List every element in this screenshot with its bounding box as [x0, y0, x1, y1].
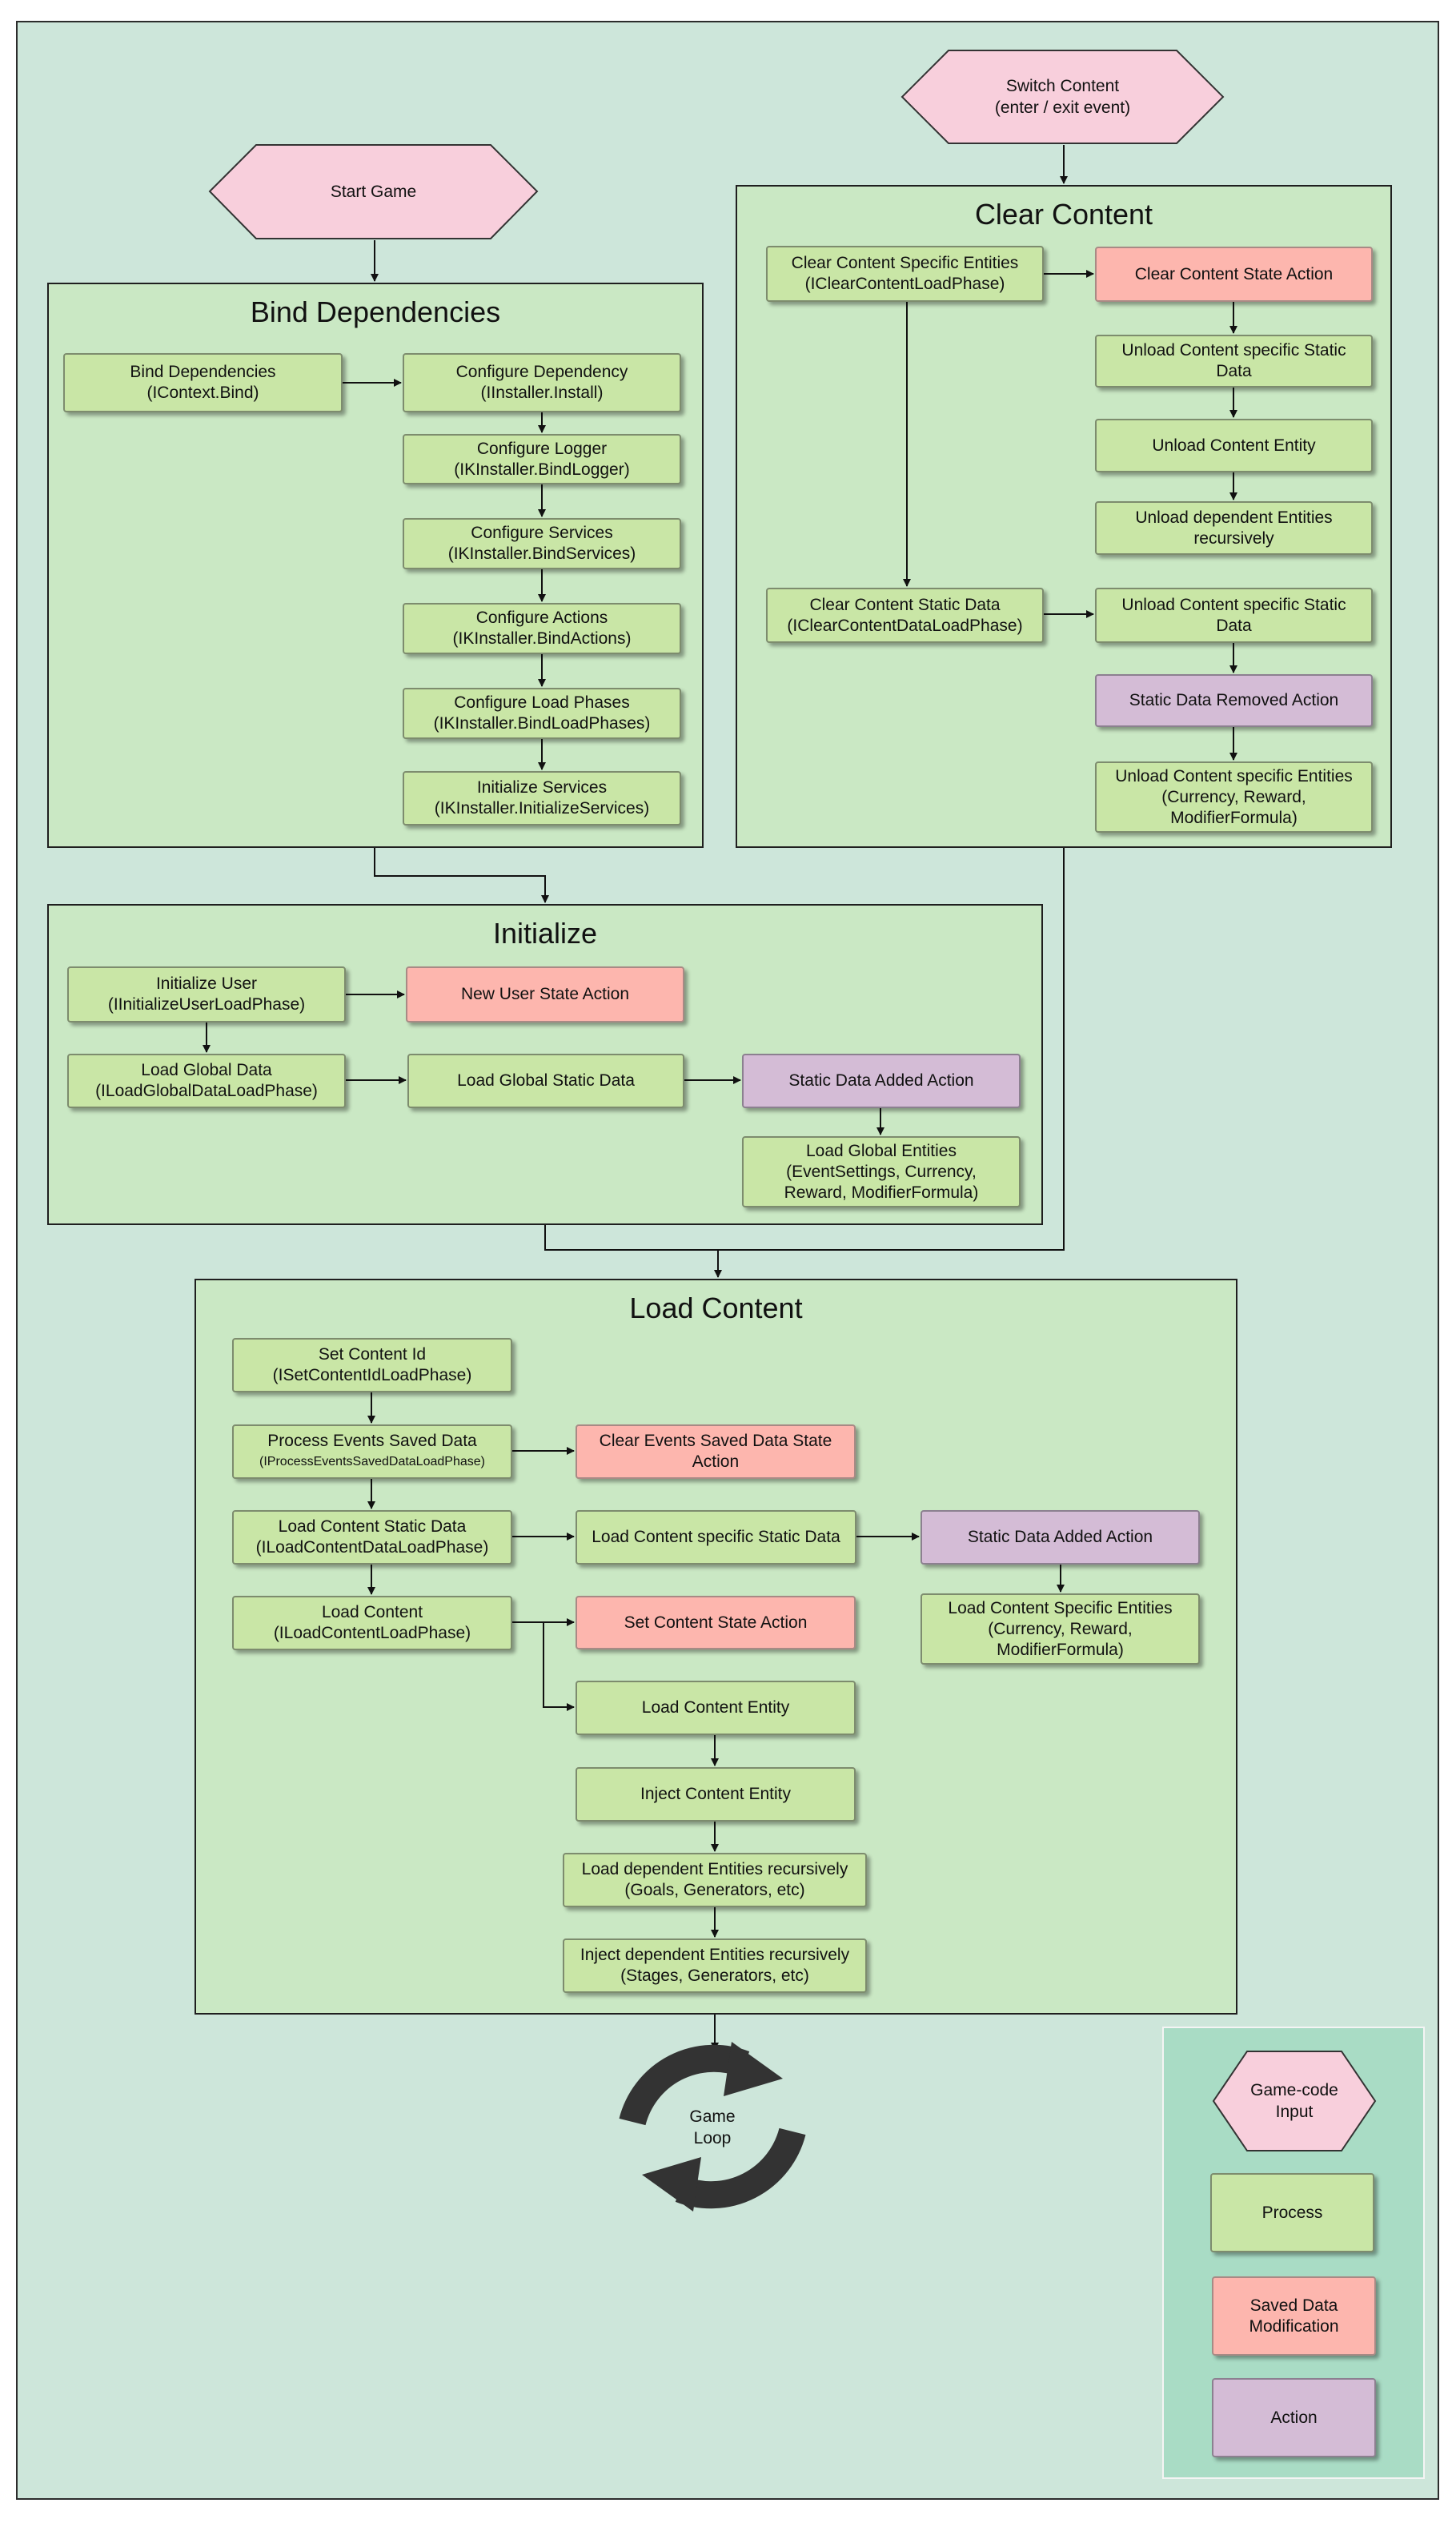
- node-load-global-static-data: Load Global Static Data: [407, 1054, 684, 1108]
- group-title-bind-dependencies: Bind Dependencies: [250, 295, 501, 328]
- legend-process: Process: [1210, 2173, 1374, 2252]
- node-load-content-entity: Load Content Entity: [576, 1681, 856, 1735]
- node-initialize-user: Initialize User (IInitializeUserLoadPhas…: [67, 966, 346, 1022]
- node-unload-dependent-entities: Unload dependent Entities recursively: [1095, 501, 1373, 555]
- node-configure-actions: Configure Actions (IKInstaller.BindActio…: [403, 603, 681, 654]
- legend-input-hex: Game-code Input: [1212, 2050, 1377, 2152]
- node-configure-load-phases: Configure Load Phases (IKInstaller.BindL…: [403, 688, 681, 739]
- node-load-global-entities: Load Global Entities (EventSettings, Cur…: [742, 1136, 1021, 1207]
- game-loop-label: Game Loop: [689, 2107, 736, 2147]
- node-inject-dependent-entities: Inject dependent Entities recursively (S…: [563, 1938, 867, 1993]
- switch-content-label: Switch Content (enter / exit event): [994, 77, 1131, 117]
- node-configure-dependency: Configure Dependency (IInstaller.Install…: [403, 353, 681, 412]
- node-static-data-added-action-content: Static Data Added Action: [921, 1510, 1200, 1565]
- node-clear-events-saved-data-state-action: Clear Events Saved Data State Action: [576, 1424, 856, 1479]
- node-load-content-specific-static-data: Load Content specific Static Data: [576, 1510, 856, 1565]
- node-clear-content-static-data: Clear Content Static Data (IClearContent…: [766, 588, 1044, 643]
- start-game-label: Start Game: [330, 183, 417, 201]
- process-events-title: Process Events Saved Data: [267, 1432, 477, 1450]
- node-inject-content-entity: Inject Content Entity: [576, 1767, 856, 1822]
- legend-action: Action: [1212, 2378, 1376, 2457]
- node-static-data-added-action-global: Static Data Added Action: [742, 1054, 1021, 1108]
- node-unload-content-static-data-2: Unload Content specific Static Data: [1095, 588, 1373, 643]
- node-clear-content-state-action: Clear Content State Action: [1095, 247, 1373, 302]
- node-process-events-saved-data: Process Events Saved Data (IProcessEvent…: [232, 1424, 512, 1479]
- group-title-initialize: Initialize: [492, 917, 598, 950]
- node-set-content-id: Set Content Id (ISetContentIdLoadPhase): [232, 1338, 512, 1392]
- node-unload-content-static-data-1: Unload Content specific Static Data: [1095, 335, 1373, 388]
- node-configure-logger: Configure Logger (IKInstaller.BindLogger…: [403, 434, 681, 484]
- game-loop-icon: [619, 2044, 806, 2209]
- legend-saved-data: Saved Data Modification: [1212, 2276, 1376, 2356]
- node-bind-dependencies: Bind Dependencies (IContext.Bind): [63, 353, 343, 412]
- legend-input-label: Game-code Input: [1250, 2081, 1338, 2121]
- node-initialize-services: Initialize Services (IKInstaller.Initial…: [403, 771, 681, 826]
- start-game-node: Start Game: [208, 143, 539, 240]
- node-configure-services: Configure Services (IKInstaller.BindServ…: [403, 518, 681, 569]
- process-events-interface: (IProcessEventsSavedDataLoadPhase): [259, 1455, 485, 1468]
- node-load-dependent-entities: Load dependent Entities recursively (Goa…: [563, 1853, 867, 1907]
- switch-content-node: Switch Content (enter / exit event): [900, 49, 1225, 145]
- node-unload-content-entity: Unload Content Entity: [1095, 419, 1373, 472]
- node-new-user-state-action: New User State Action: [406, 966, 684, 1022]
- node-load-content-static-data: Load Content Static Data (ILoadContentDa…: [232, 1510, 512, 1565]
- node-set-content-state-action: Set Content State Action: [576, 1596, 856, 1649]
- node-unload-content-specific-entities: Unload Content specific Entities (Curren…: [1095, 761, 1373, 833]
- group-title-clear-content: Clear Content: [974, 198, 1153, 231]
- node-load-global-data: Load Global Data (ILoadGlobalDataLoadPha…: [67, 1054, 346, 1108]
- group-title-load-content: Load Content: [629, 1292, 803, 1324]
- node-clear-content-specific-entities: Clear Content Specific Entities (IClearC…: [766, 246, 1044, 302]
- node-load-content-specific-entities: Load Content Specific Entities (Currency…: [921, 1593, 1200, 1665]
- node-load-content: Load Content (ILoadContentLoadPhase): [232, 1596, 512, 1650]
- game-loop-arrowheads: [642, 2042, 783, 2212]
- node-static-data-removed-action: Static Data Removed Action: [1095, 674, 1373, 727]
